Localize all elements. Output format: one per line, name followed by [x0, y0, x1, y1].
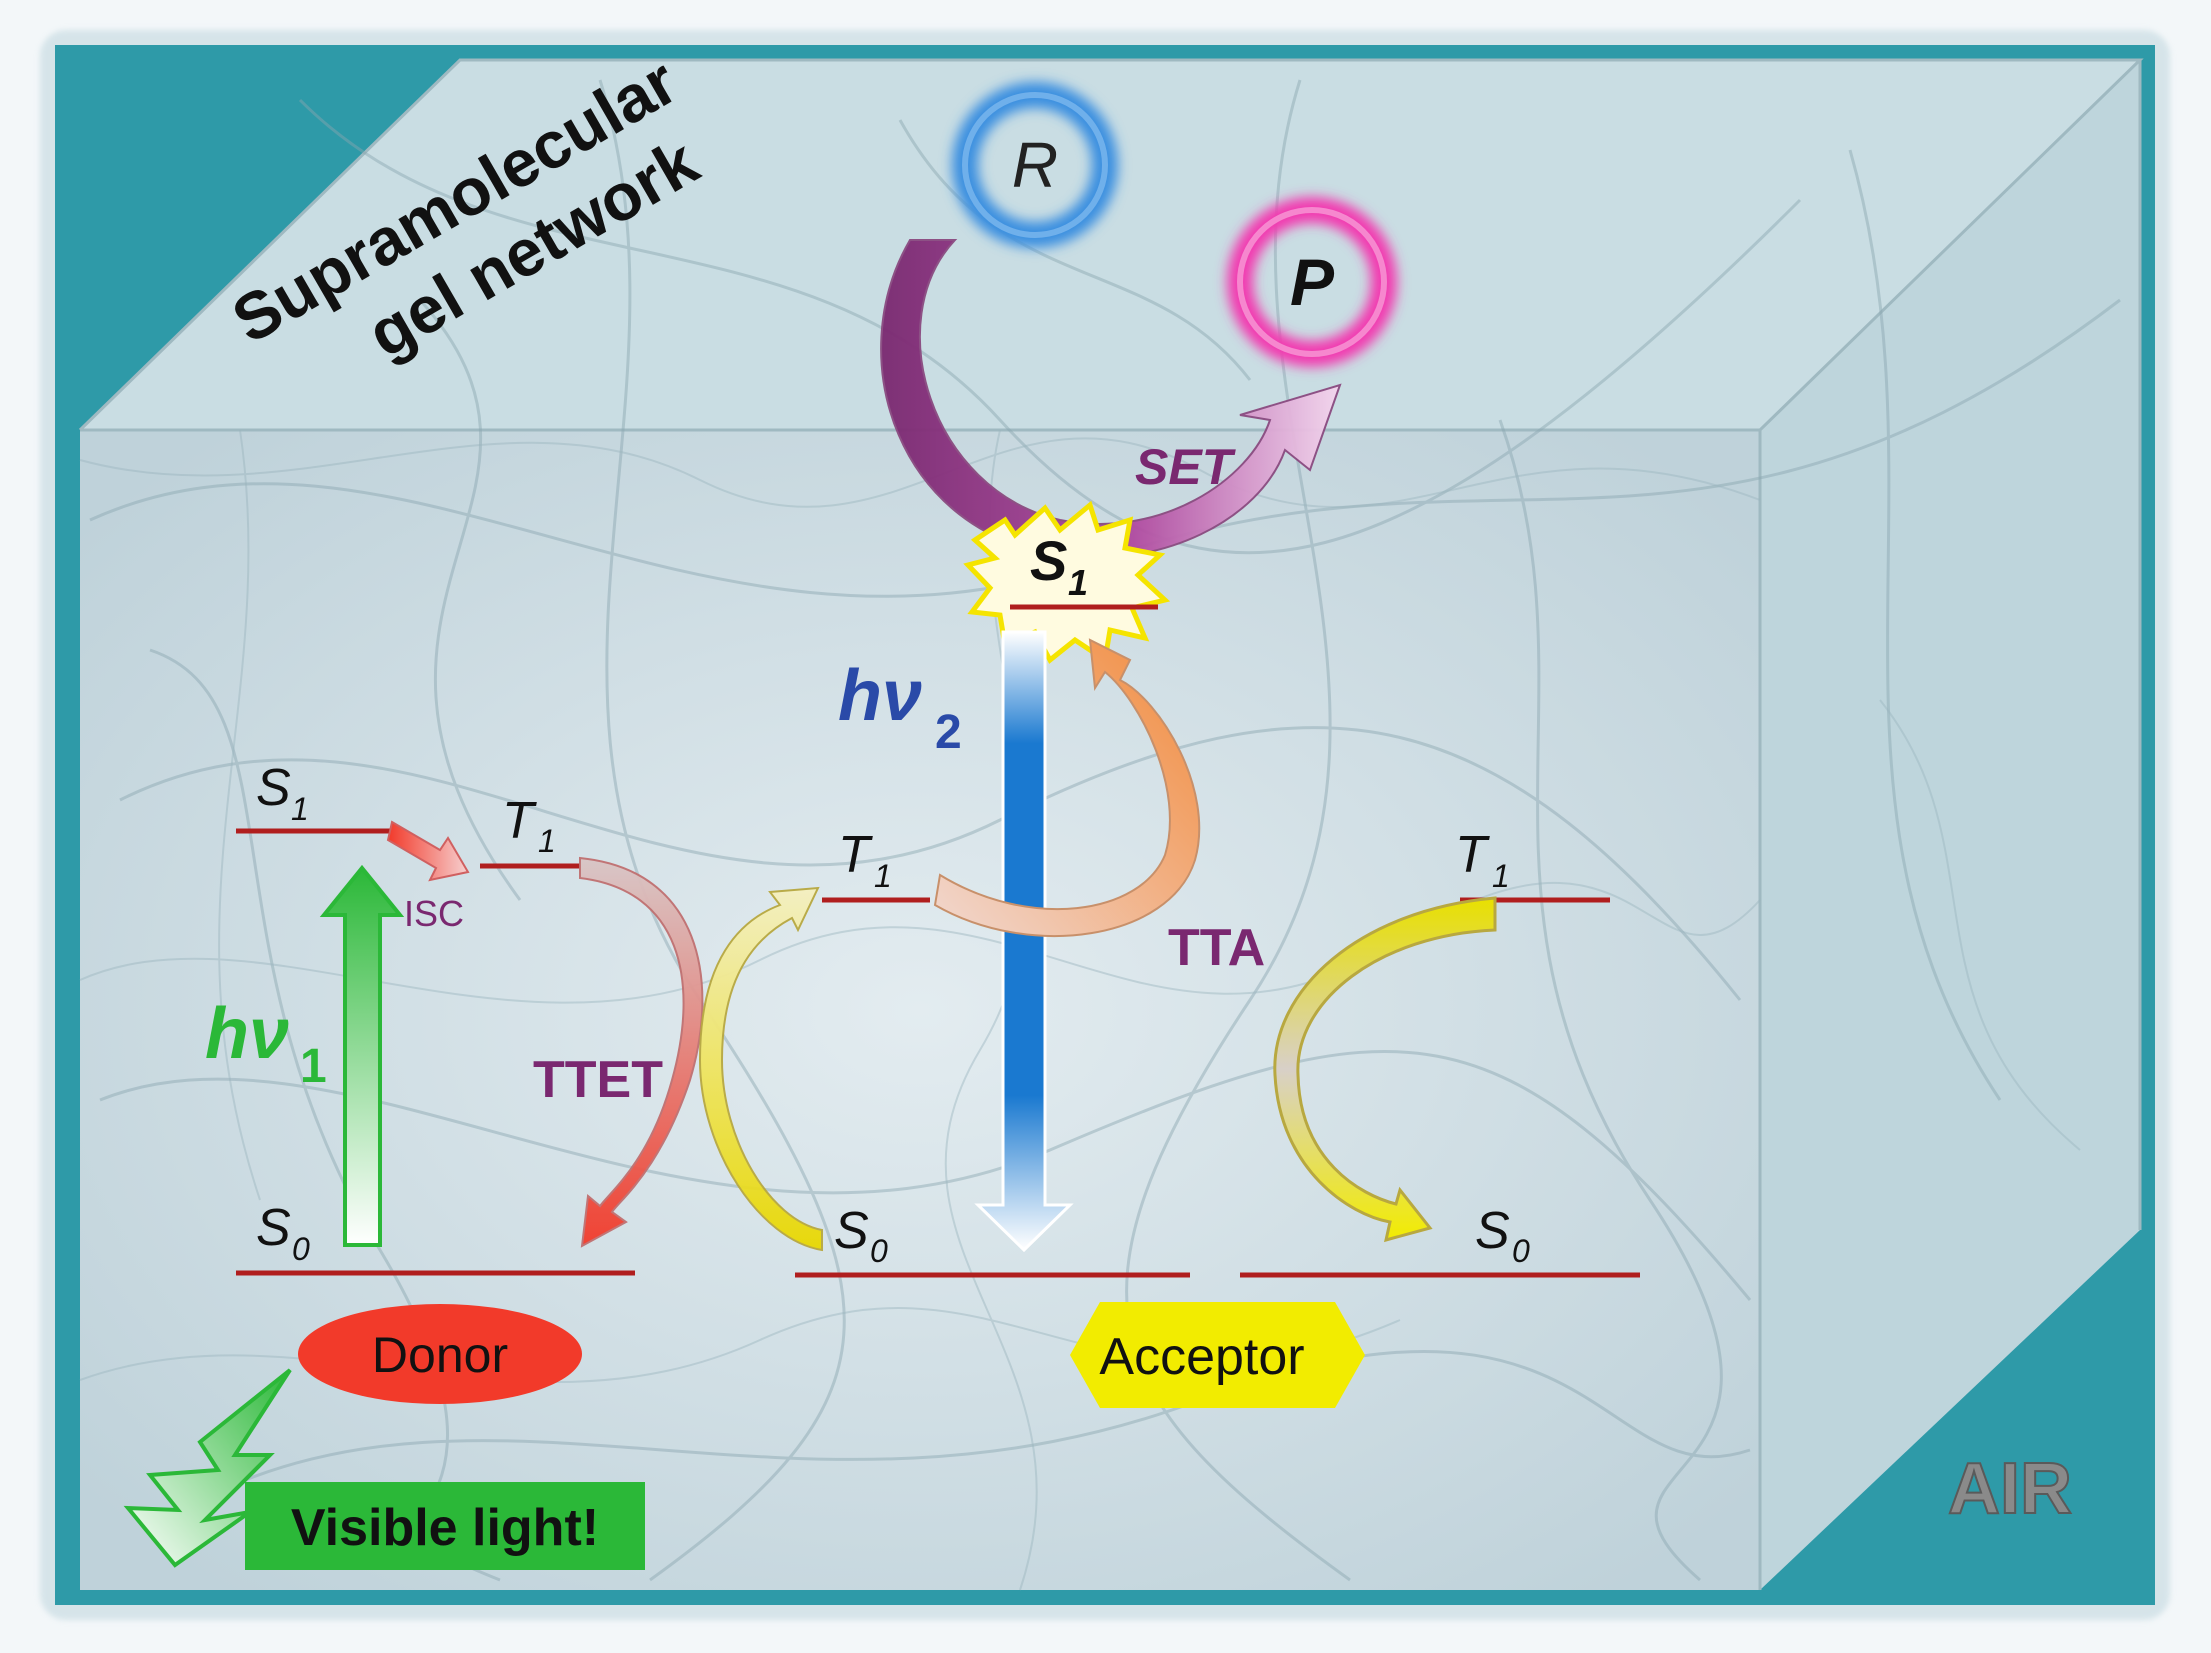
donor-badge [298, 1304, 582, 1404]
acceptor-label: Acceptor [1099, 1328, 1304, 1386]
acceptor-s1-base: S [1030, 529, 1067, 592]
product-label: P [1290, 245, 1335, 319]
absorption-arrow-hv1 [319, 864, 405, 1247]
acceptor-s1-starburst [963, 500, 1171, 665]
visible-light-badge [245, 1482, 645, 1570]
hv1-base: hν [205, 994, 289, 1074]
hv1-sub: 1 [300, 1040, 327, 1093]
emission-arrow-hv2 [974, 630, 1074, 1253]
ttet-arrow-up [698, 886, 823, 1252]
donor-s1-base: S [256, 759, 291, 817]
visible-light-label: Visible light! [291, 1499, 599, 1557]
donor-t1-base: T [502, 792, 537, 850]
ttet-arrow-down [579, 856, 704, 1248]
box-top-face [80, 60, 2140, 430]
acceptor-left-s0-sub: 0 [870, 1233, 888, 1269]
tta-arrow [933, 638, 1201, 937]
box-right-face [1760, 60, 2140, 1590]
box-edges [78, 58, 2144, 1590]
isc-label: ISC [404, 893, 464, 934]
set-label: SET [1135, 439, 1237, 495]
acceptor-right-s0-base: S [1475, 1202, 1510, 1260]
donor-s0-base: S [256, 1199, 291, 1257]
lightning-bolt-icon [123, 1368, 292, 1568]
hv2-sub: 2 [935, 706, 962, 759]
isc-arrow [386, 820, 470, 882]
acceptor-right-t1-base: T [1455, 826, 1490, 884]
acceptor-right-s0-sub: 0 [1512, 1233, 1530, 1269]
donor-s1-sub: 1 [291, 791, 309, 827]
box-front-face [80, 430, 1760, 1590]
acceptor-left-t1-sub: 1 [874, 858, 892, 894]
donor-t1-sub: 1 [538, 823, 556, 859]
donor-s0-sub: 0 [292, 1231, 310, 1267]
acceptor-right-t1-sub: 1 [1492, 858, 1510, 894]
acceptor-left-t1-base: T [838, 826, 873, 884]
tta-label: TTA [1168, 919, 1265, 977]
product-ring: P [1227, 197, 1397, 367]
donor-label: Donor [372, 1327, 508, 1383]
acceptor-badge [1070, 1302, 1365, 1408]
air-label: AIR [1948, 1449, 2072, 1529]
acceptor-left-s0-base: S [834, 1202, 869, 1260]
ttet-label: TTET [533, 1051, 663, 1109]
acceptor-s1-sub: 1 [1068, 562, 1088, 603]
reactant-label: R [1012, 129, 1058, 201]
reactant-ring: R [952, 82, 1118, 248]
hv2-base: hν [838, 656, 922, 736]
tta-decay-arrow [1273, 896, 1497, 1243]
set-arrow [880, 239, 1342, 559]
